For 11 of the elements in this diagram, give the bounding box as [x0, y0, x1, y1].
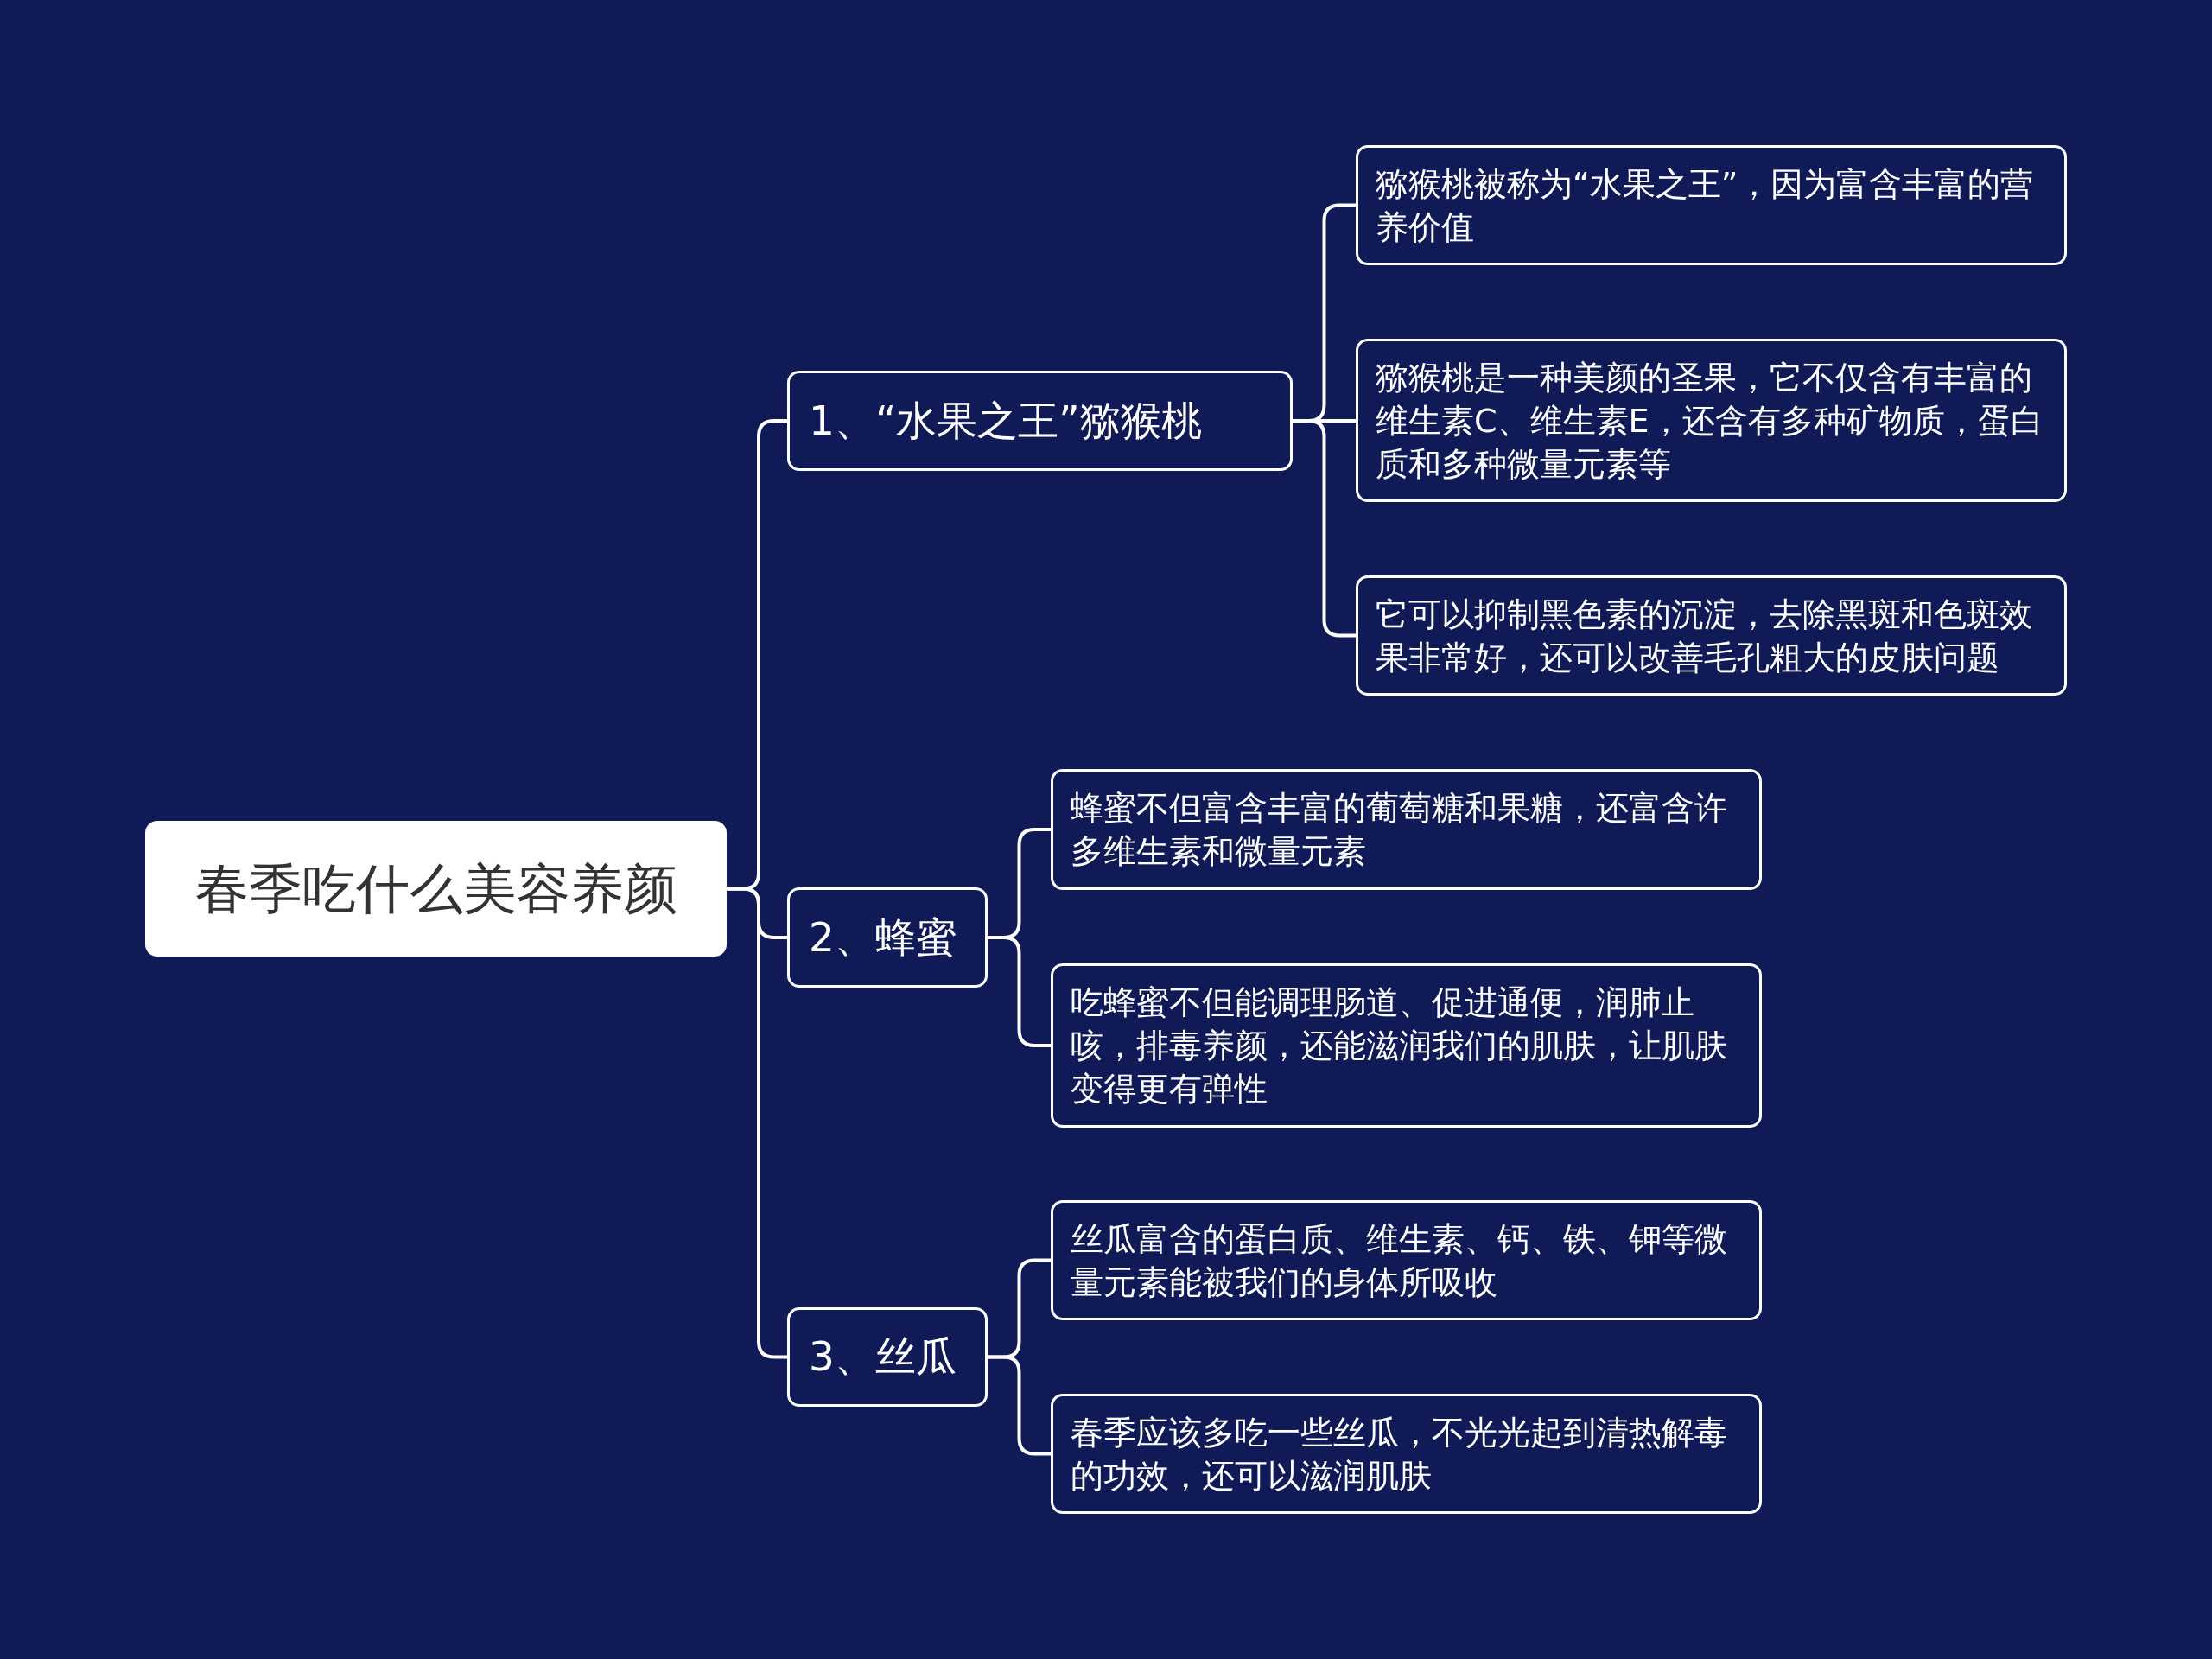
- text-box: 猕猴桃是一种美颜的圣果，它不仅含有丰富的维生素C、维生素E，还含有多种矿物质，蛋白质和多种微量元素等: [1356, 339, 2067, 502]
- branch-box: 1、“水果之王”猕猴桃: [787, 371, 1293, 471]
- branch-box: 2、蜂蜜: [787, 887, 988, 988]
- text-box: 猕猴桃被称为“水果之王”，因为富含丰富的营养价值: [1356, 145, 2067, 265]
- text-box: 丝瓜富含的蛋白质、维生素、钙、铁、钾等微量元素能被我们的身体所吸收: [1051, 1200, 1762, 1320]
- text-box: 蜂蜜不但富含丰富的葡萄糖和果糖，还富含许多维生素和微量元素: [1051, 769, 1762, 890]
- text-box: 吃蜂蜜不但能调理肠道、促进通便，润肺止咳，排毒养颜，还能滋润我们的肌肤，让肌肤变得更有弹性: [1051, 963, 1762, 1128]
- branch-box: 3、丝瓜: [787, 1307, 988, 1407]
- text-box: 春季应该多吃一些丝瓜，不光光起到清热解毒的功效，还可以滋润肌肤: [1051, 1394, 1762, 1514]
- text-box: 它可以抑制黑色素的沉淀，去除黑斑和色斑效果非常好，还可以改善毛孔粗大的皮肤问题: [1356, 575, 2067, 696]
- topic-box: 春季吃什么美容养颜: [145, 821, 727, 957]
